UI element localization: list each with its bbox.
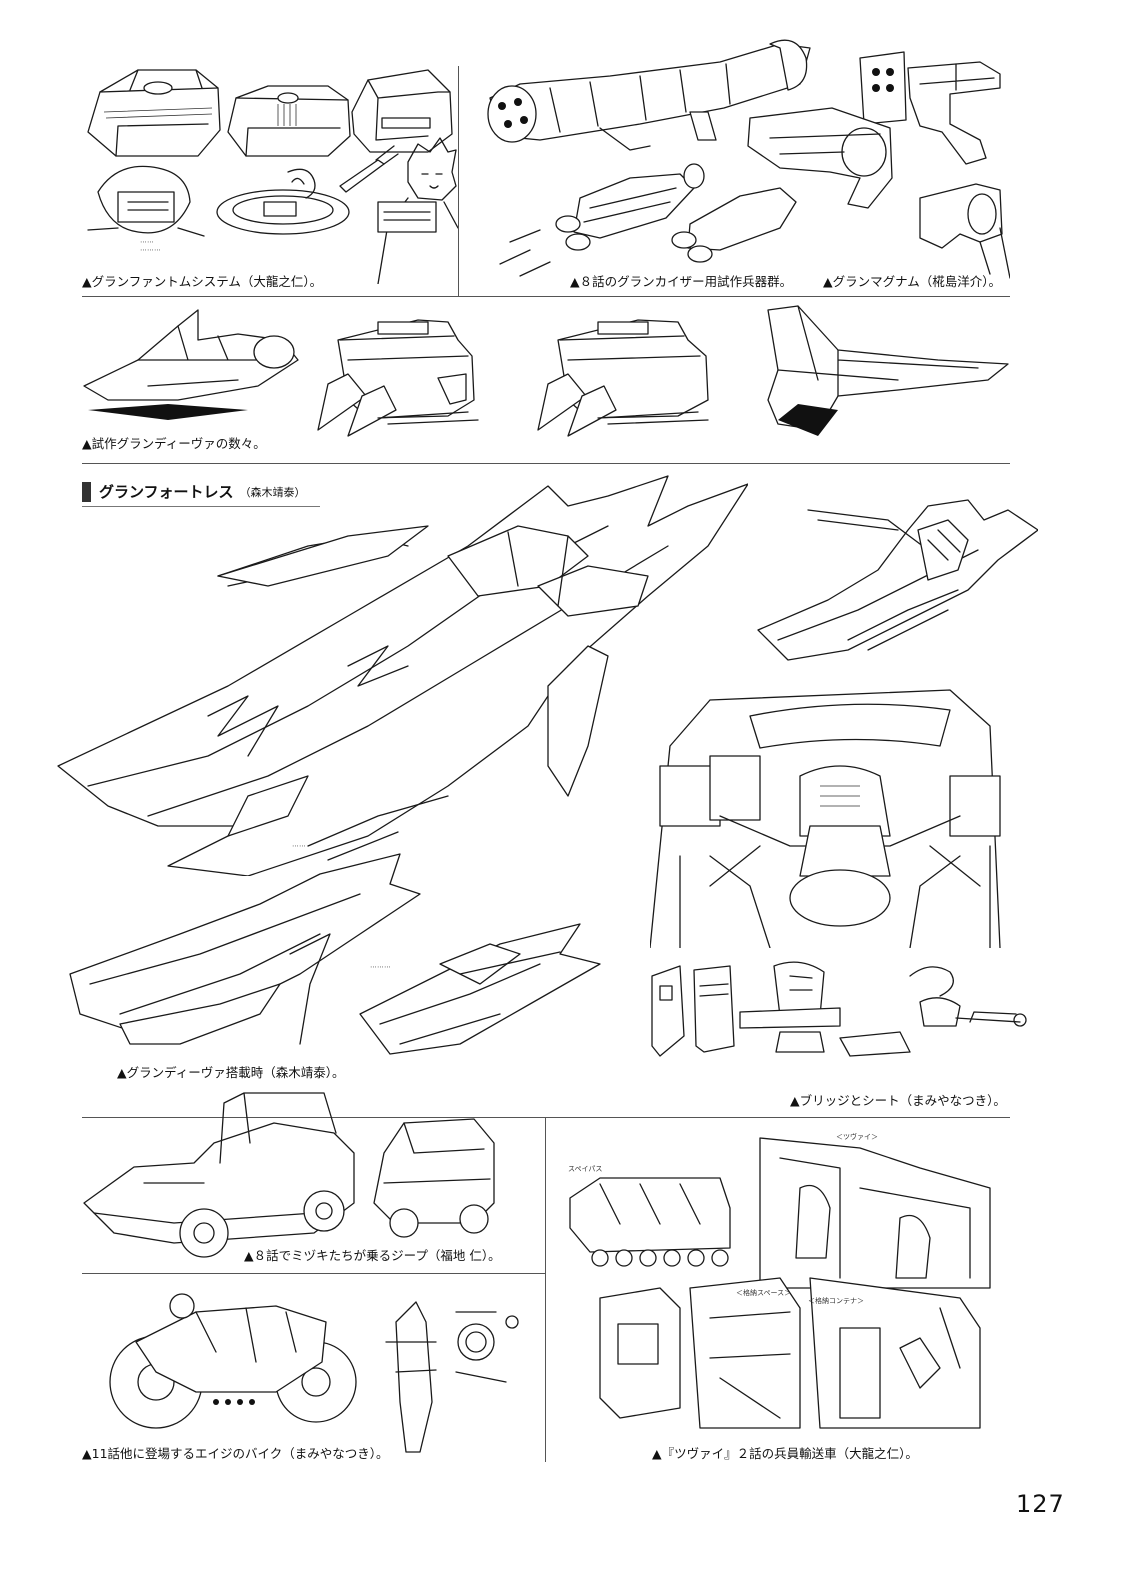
divider-row1 — [82, 296, 1010, 297]
bike-sketch — [96, 1282, 536, 1462]
transport-note-left: スペイパス — [568, 1165, 603, 1173]
docked-note-2: ⋯⋯⋯ — [370, 963, 391, 971]
ep8-weapons-sketch — [480, 28, 1010, 284]
caption-bike: ▲11話他に登場するエイジのバイク（まみやなつき）。 — [82, 1446, 389, 1461]
grandiva-docked-sketch — [60, 844, 630, 1064]
bridge-interior-sketch — [650, 686, 1020, 948]
section-underline — [82, 506, 320, 507]
transport-note-top: ＜ツヴァイ＞ — [836, 1133, 878, 1141]
page-number: 127 — [1016, 1490, 1065, 1518]
phantom-system-sketch — [78, 52, 458, 284]
docked-note-1: ⋯⋯ — [292, 842, 306, 850]
caption-gran-magnum: ▲グランマグナム（椛島洋介）。 — [823, 274, 1001, 289]
caption-bridge-seat: ▲ブリッジとシート（まみやなつき）。 — [790, 1093, 1006, 1108]
phantom-note: ⋯⋯⋯⋯⋯ — [140, 238, 161, 254]
gran-fortress-main-sketch — [48, 466, 748, 876]
caption-ep8-weapons: ▲８話のグランカイザー用試作兵器群。 — [570, 274, 793, 289]
divider-row4-left — [82, 1273, 545, 1274]
transport-note-mid1: ＜格納スペース＞ — [736, 1289, 792, 1297]
divider-row3 — [82, 1117, 1010, 1118]
transport-note-mid2: ＜格納コンテナ＞ — [808, 1297, 864, 1305]
caption-grandiva-prototypes: ▲試作グランディーヴァの数々。 — [82, 436, 266, 451]
grandiva-prototypes-sketch — [78, 300, 1010, 442]
jeep-sketch — [74, 1083, 534, 1263]
gran-fortress-side-sketch — [748, 490, 1038, 670]
divider-top-vertical — [458, 66, 459, 296]
caption-jeep: ▲８話でミヅキたちが乗るジープ（福地 仁）。 — [244, 1248, 501, 1263]
divider-row2 — [82, 463, 1010, 464]
section-heading: グランフォートレス （森木靖泰） — [82, 481, 306, 502]
caption-phantom-system: ▲グランファントムシステム（大龍之仁）。 — [82, 274, 323, 289]
divider-bottom-vertical — [545, 1117, 546, 1462]
section-marker — [82, 481, 91, 502]
caption-transport: ▲『ツヴァイ』２話の兵員輸送車（大龍之仁）。 — [652, 1446, 918, 1461]
bridge-seat-sketch — [640, 956, 1030, 1076]
section-credit: （森木靖泰） — [239, 485, 306, 499]
section-title: グランフォートレス — [99, 483, 234, 501]
transport-sketch — [560, 1128, 1010, 1438]
caption-grandiva-docked: ▲グランディーヴァ搭載時（森木靖泰）。 — [117, 1065, 345, 1080]
